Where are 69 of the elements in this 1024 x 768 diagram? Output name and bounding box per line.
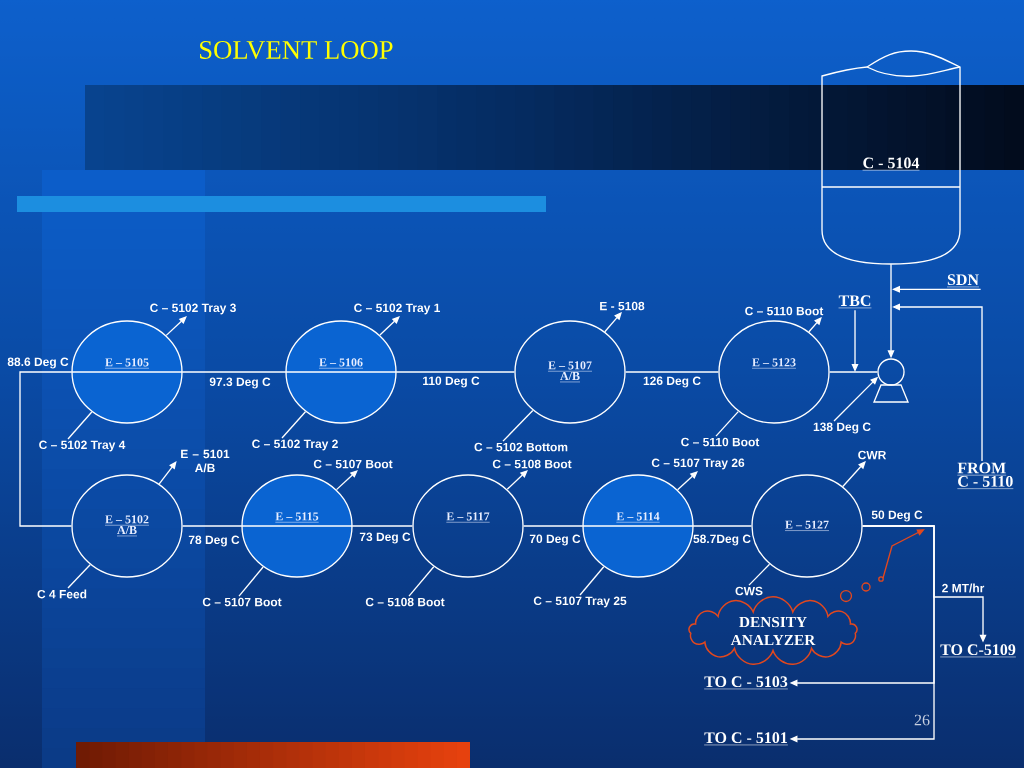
- vessel: C - 5104: [821, 50, 961, 265]
- edge-label: 88.6 Deg C: [7, 357, 69, 369]
- edge-label: 126 Deg C: [643, 376, 701, 388]
- stream-label: C – 5102 Tray 4: [39, 440, 126, 452]
- pipe-line: [829, 371, 878, 373]
- pipe-line: [182, 525, 242, 527]
- heat-exchanger: E – 5105: [70, 320, 184, 424]
- pipe-line: [579, 566, 605, 596]
- heat-exchanger: E – 5106: [284, 320, 398, 424]
- stream-label: C – 5110 Boot: [681, 437, 760, 447]
- stream-label: TO C-5109: [939, 644, 1017, 658]
- edge-label: 110 Deg C: [423, 376, 480, 388]
- stream-label: C – 5107 Tray 26: [651, 458, 745, 470]
- edge-label: 70 Deg C: [529, 534, 581, 546]
- pipe-line: [396, 371, 515, 373]
- edge-label: 2 MT/hr: [942, 583, 985, 593]
- pipe-line: [67, 564, 91, 589]
- edge-label: 73 Deg C: [359, 532, 411, 544]
- pipe-line: [408, 566, 435, 597]
- stream-label: FROM C - 5110: [957, 462, 1014, 489]
- heat-exchanger: E – 5115: [240, 474, 354, 578]
- stream-label: C – 5102 Tray 2: [252, 439, 338, 451]
- edge-label: 78 Deg C: [188, 535, 240, 547]
- pipe-line: [182, 371, 286, 373]
- pipe-line: [523, 525, 583, 527]
- stream-label: C – 5102 Bottom: [474, 442, 568, 452]
- heat-exchanger: E – 5102 A/B: [71, 474, 183, 578]
- title: SOLVENT LOOP: [200, 41, 393, 60]
- heat-exchanger: E – 5107 A/B: [514, 320, 626, 424]
- pipe-line: [352, 525, 413, 527]
- stream-label: C – 5102 Tray 1: [354, 303, 440, 315]
- page-number: 26: [914, 714, 930, 726]
- stream-label: C – 5108 Boot: [492, 459, 572, 469]
- stream-label: C 4 Feed: [37, 589, 87, 599]
- stream-label: CWR: [858, 450, 887, 460]
- stream-label: TBC: [838, 295, 872, 309]
- edge-label: 50 Deg C: [871, 510, 923, 522]
- stream-label: E – 5101 A/B: [181, 449, 230, 473]
- stream-label: TO C - 5103: [703, 676, 789, 690]
- flow-arrow: [158, 461, 177, 485]
- stream-label: E - 5108: [600, 301, 645, 311]
- stream-label: C – 5108 Boot: [365, 597, 445, 607]
- pipe-line: [625, 371, 719, 373]
- stream-label: C – 5102 Tray 3: [150, 303, 236, 315]
- stream-label: TO C - 5101: [703, 732, 789, 746]
- edge-label: 97.3 Deg C: [209, 377, 271, 389]
- pipe-line: [67, 411, 93, 440]
- pipe-line: [502, 409, 534, 442]
- temperature-label: 138 Deg C: [813, 422, 871, 434]
- heat-exchanger: E – 5127: [751, 474, 863, 578]
- flow-arrow: [379, 316, 400, 336]
- stream-label: SDN: [946, 274, 980, 288]
- flow-arrow: [165, 316, 187, 337]
- pipe-line: [693, 525, 752, 527]
- pointer-arrow: [882, 529, 925, 579]
- edge-label: 58.7Deg C: [693, 534, 751, 546]
- flow-arrow: [676, 471, 698, 491]
- heat-exchanger: E – 5117: [412, 474, 524, 578]
- stream-label: C – 5110 Boot: [745, 306, 824, 316]
- pipe-line: [19, 371, 72, 527]
- stream-label: C – 5107 Boot: [313, 459, 393, 469]
- stream-label: CWS: [735, 586, 763, 596]
- stream-label: C – 5107 Tray 25: [533, 596, 627, 608]
- pipe-line: [238, 566, 264, 597]
- pipe-line: [748, 563, 771, 586]
- pump-symbol: [873, 358, 909, 403]
- pipe-line: [281, 411, 307, 439]
- stream-label: C – 5107 Boot: [202, 597, 282, 607]
- pipe-line: [715, 410, 739, 437]
